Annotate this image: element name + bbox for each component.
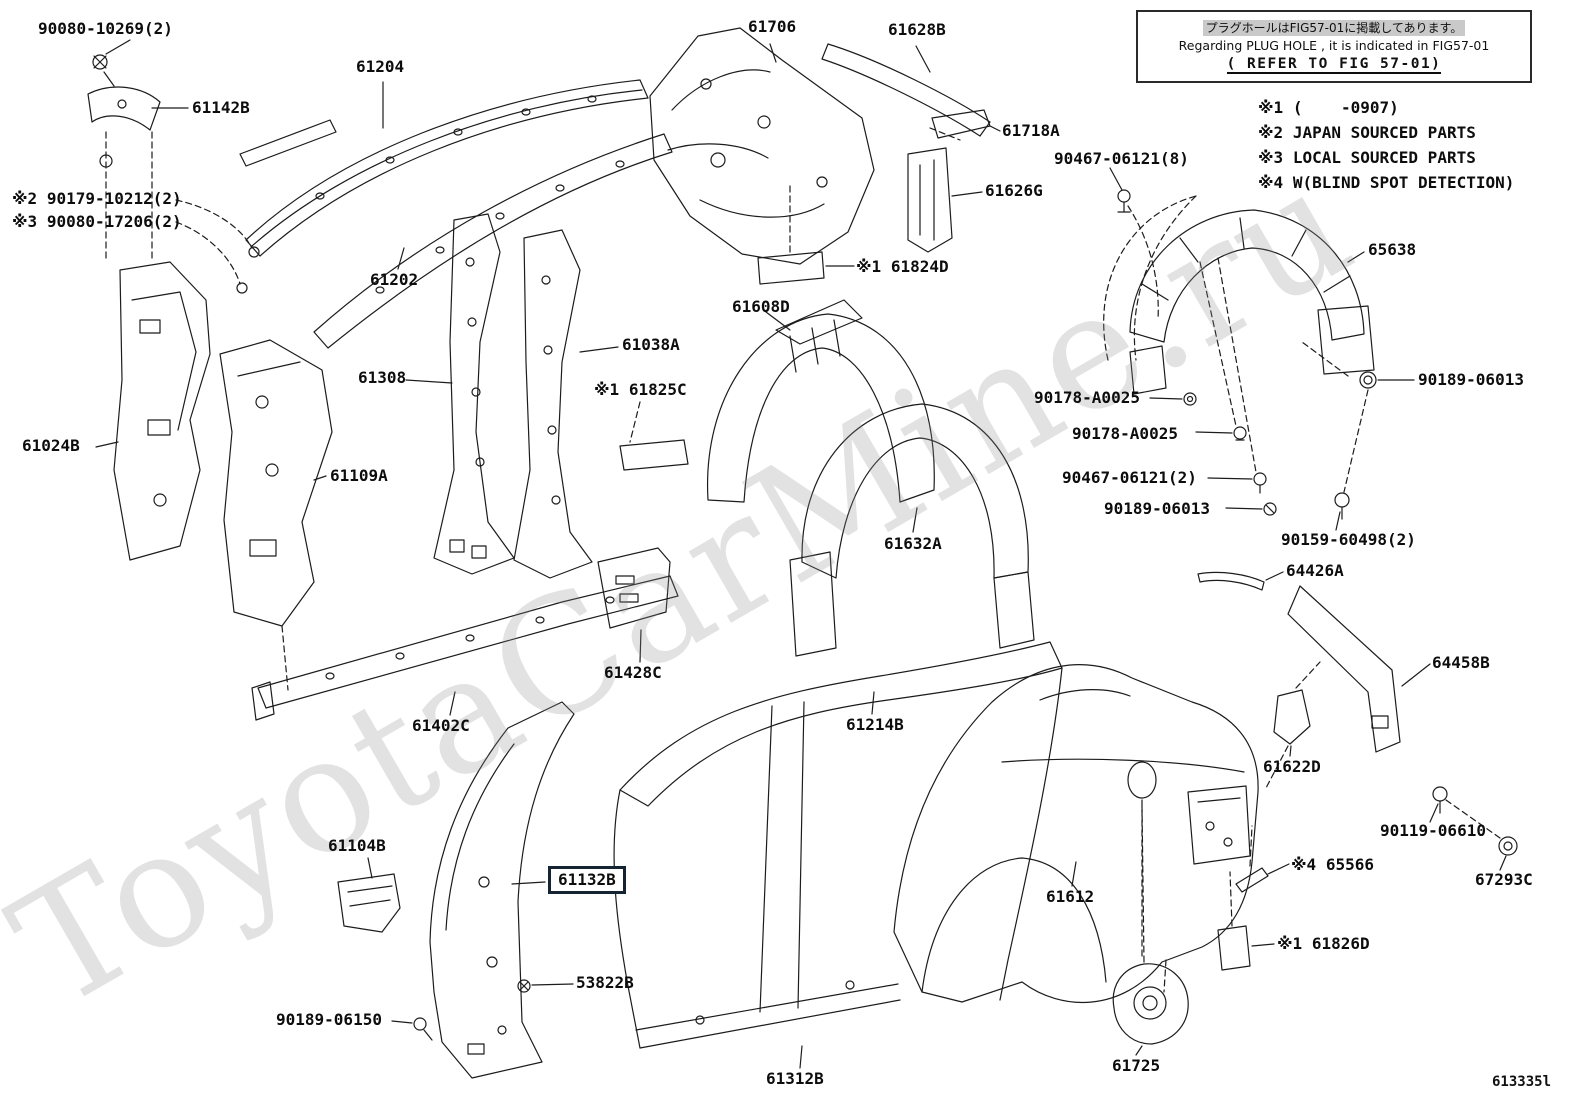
fastener-67293c-grommet (1498, 836, 1518, 871)
legend-note: ※4 W(BLIND SPOT DETECTION) (1258, 173, 1515, 192)
part-callout: 61626G (985, 181, 1043, 200)
part-callout: 61104B (328, 836, 386, 855)
part-61202-roof-side-rail-inner (313, 133, 673, 349)
part-callout: 61109A (330, 466, 388, 485)
fastener-53822b-screw (517, 979, 574, 993)
fastener-90159-60498-bolt (1334, 492, 1350, 531)
pad-61824d (757, 185, 855, 285)
part-callout: 61622D (1263, 757, 1321, 776)
fastener-90189-06013-screw (1225, 502, 1277, 516)
legend-note: ※1 ( -0907) (1258, 98, 1399, 117)
part-61428c-sill-reinforcement (597, 547, 671, 663)
fastener-90189-06150-screw (391, 1017, 433, 1041)
note-refer-line: ( REFER TO FIG 57-01) (1226, 56, 1442, 75)
part-callout: 90178-A0025 (1034, 388, 1140, 407)
figure-number: 613335l (1492, 1074, 1552, 1090)
left-fastener-leaders (175, 199, 260, 294)
part-callout: 90189-06150 (276, 1010, 382, 1029)
part-callout: 61312B (766, 1069, 824, 1088)
part-callout: 61608D (732, 297, 790, 316)
part-61402c-rocker-inner (251, 575, 679, 721)
part-callout: 65638 (1368, 240, 1417, 259)
part-callout: 53822B (576, 973, 634, 992)
part-61612-quarter-panel (893, 664, 1259, 1004)
part-callout: 64458B (1432, 653, 1490, 672)
part-61109a-front-pillar-inner (219, 339, 333, 691)
fastener-90189-06013-bolt-right (1301, 341, 1415, 493)
pad-61826d (1217, 871, 1275, 971)
part-callout: ※1 61826D (1277, 934, 1370, 953)
part-61308-center-pillar-inner (405, 213, 515, 575)
part-61626g-panel (907, 147, 983, 253)
part-callout: 90189-06013 (1418, 370, 1524, 389)
part-61104b-bracket (337, 857, 401, 933)
part-61622d-bracket (1265, 661, 1321, 789)
legend-note: ※3 LOCAL SOURCED PARTS (1258, 148, 1476, 167)
part-callout: 61038A (622, 335, 680, 354)
part-callout: 61612 (1046, 887, 1095, 906)
part-callout: 90467-06121(8) (1054, 149, 1189, 168)
part-callout: 61706 (748, 17, 797, 36)
part-61628b-cowl-side (821, 43, 991, 141)
note-japanese-line: プラグホールはFIG57-01に掲載してあります。 (1202, 20, 1466, 37)
part-callout: ※2 90179-10212(2) (12, 189, 182, 208)
part-61706-quarter-inner-upper (649, 27, 875, 265)
part-61142b-cowl-bracket (87, 39, 189, 263)
plug-hole-note-box: プラグホールはFIG57-01に掲載してあります。 Regarding PLUG… (1136, 10, 1532, 84)
part-callout: 61142B (192, 98, 250, 117)
pad-61825c (619, 401, 689, 471)
part-callout: 90178-A0025 (1072, 424, 1178, 443)
part-callout: 90119-06610 (1380, 821, 1486, 840)
part-callout: 61214B (846, 715, 904, 734)
part-callout: 61718A (1002, 121, 1060, 140)
part-61214b-side-outer-panel (613, 641, 1063, 1069)
part-callout: 61204 (356, 57, 405, 76)
part-callout: 90189-06013 (1104, 499, 1210, 518)
part-callout: 61132B (548, 866, 626, 895)
part-callout: 90159-60498(2) (1281, 530, 1416, 549)
part-65638-fender-liner (1103, 195, 1375, 395)
part-61725-fuel-filler-housing (1112, 805, 1189, 1056)
fastener-90467-06121-8-clip (1109, 167, 1159, 321)
legend-note: ※2 JAPAN SOURCED PARTS (1258, 123, 1476, 142)
part-callout: 61632A (884, 534, 942, 553)
part-callout: ※4 65566 (1291, 855, 1374, 874)
note-english-line: Regarding PLUG HOLE , it is indicated in… (1178, 38, 1490, 54)
part-61024b-front-pillar-apron (95, 261, 211, 561)
part-callout: ※3 90080-17206(2) (12, 212, 182, 231)
part-61132b-front-pillar-outer (429, 701, 575, 1079)
part-callout: 61725 (1112, 1056, 1161, 1075)
part-61718a-bracket (931, 109, 1001, 139)
part-61204-roof-side-rail (239, 79, 649, 257)
part-callout: 67293C (1475, 870, 1533, 889)
part-61038a-center-pillar-reinforcement (513, 229, 619, 579)
fastener-90178-a0025-clip (1195, 261, 1247, 441)
part-callout: 61202 (370, 270, 419, 289)
part-callout: ※1 61824D (856, 257, 949, 276)
part-callout: 90080-10269(2) (38, 19, 173, 38)
fastener-65566-clip (1235, 825, 1290, 893)
part-callout: 64426A (1286, 561, 1344, 580)
part-callout: 61308 (358, 368, 407, 387)
part-callout: 61024B (22, 436, 80, 455)
part-callout: 61628B (888, 20, 946, 39)
fastener-90467-06121-2-clip (1207, 257, 1267, 494)
part-64458b-quarter-extension (1287, 585, 1431, 753)
part-61632a-wheel-arch-inner (789, 403, 1035, 657)
fastener-90178-a0025-grommet (1149, 392, 1197, 406)
part-callout: 90467-06121(2) (1062, 468, 1197, 487)
part-callout: ※1 61825C (594, 380, 687, 399)
part-callout: 61428C (604, 663, 662, 682)
part-callout: 61402C (412, 716, 470, 735)
part-64426a-rod (1197, 571, 1284, 591)
fastener-90119-06610-bolt (1429, 786, 1501, 839)
part-61608d-wheelhouse-front (706, 299, 935, 503)
